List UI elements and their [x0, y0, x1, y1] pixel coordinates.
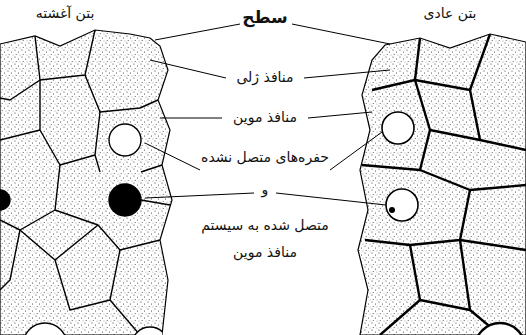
panel-title: بتن عادی — [421, 4, 478, 23]
part-label: متصل شده به سیستم منافذ موین — [198, 212, 332, 265]
surface-label: سطح — [240, 6, 290, 29]
impregnated-panel — [0, 30, 172, 335]
ordinary-panel — [358, 34, 526, 335]
part-label: حفره‌های متصل نشده — [199, 148, 331, 167]
leader-lines — [145, 24, 390, 205]
part-label: منافذ موین — [231, 108, 299, 127]
part-label: و — [260, 180, 271, 199]
panel-title: بتن آغشته — [34, 4, 97, 23]
part-label: منافذ ژلی — [234, 68, 295, 87]
